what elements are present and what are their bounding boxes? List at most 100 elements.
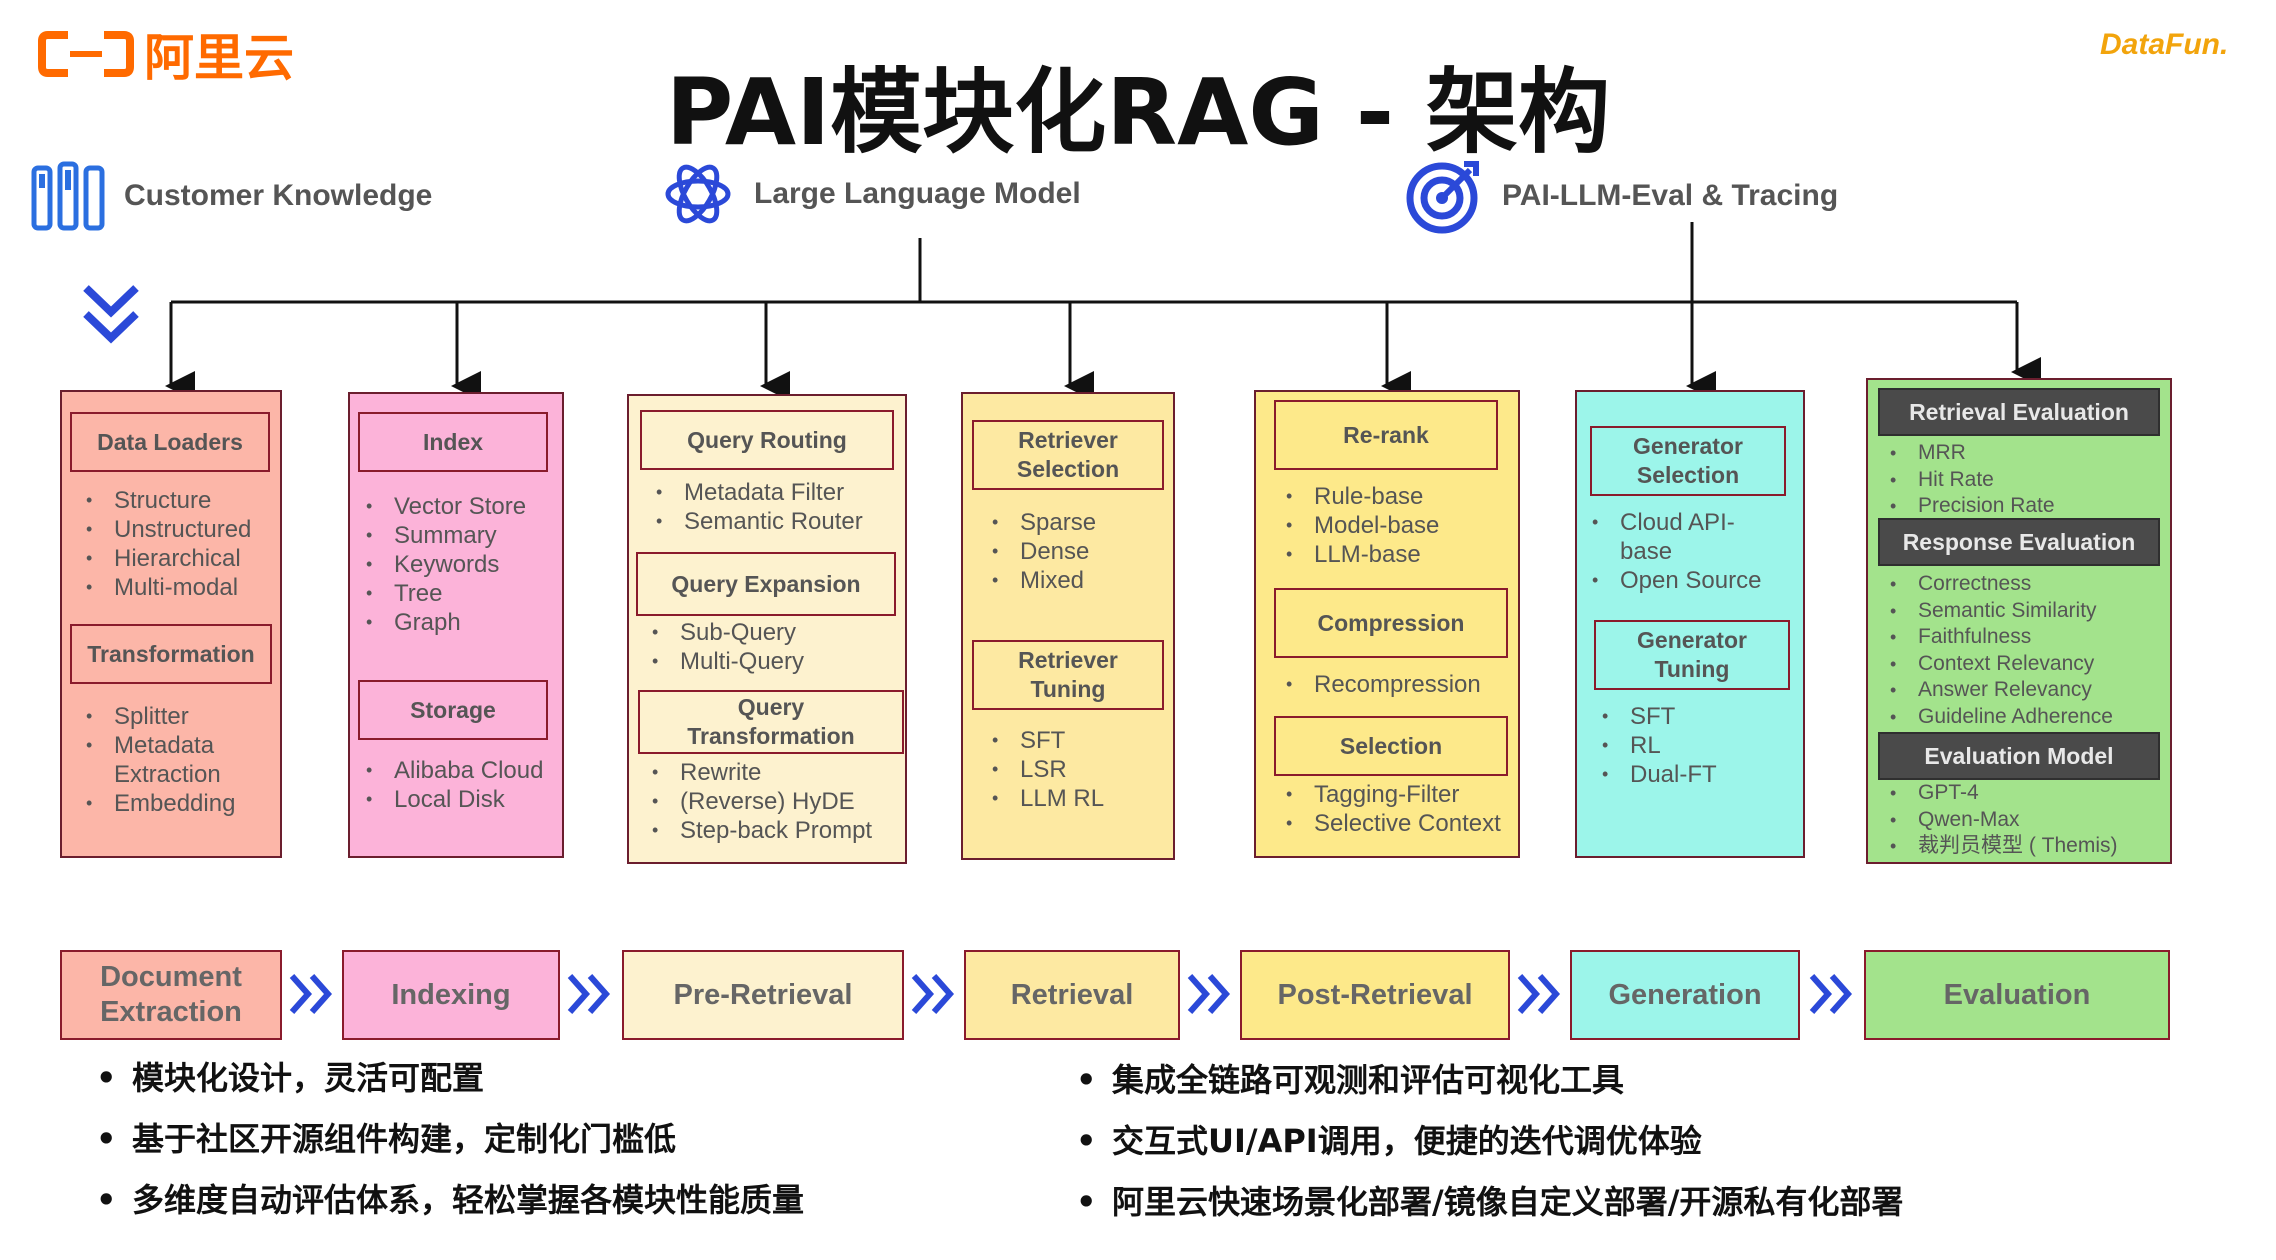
aliyun-logo: 阿里云 [38,18,294,90]
section-compression: Compression [1274,588,1508,658]
list-item: SFT [1592,702,1717,731]
stage-generation: Generation [1570,950,1800,1040]
list-item: Multi-modal [76,573,251,602]
section-response-evaluation: Response Evaluation [1878,518,2160,566]
list-data-loaders: Structure Unstructured Hierarchical Mult… [76,486,251,602]
list-item: Step-back Prompt [642,816,872,845]
list-item: Local Disk [356,785,543,814]
section-storage: Storage [358,680,548,740]
double-chevron-right-icon [911,974,955,1014]
section-re-rank: Re-rank [1274,400,1498,470]
topic-label: Large Language Model [754,177,1081,210]
list-item: Embedding [76,789,276,818]
list-item: Multi-Query [642,647,804,676]
section-generator-tuning: Generator Tuning [1594,620,1790,690]
double-chevron-right-icon [1517,974,1561,1014]
list-item: Semantic Similarity [1880,598,2113,625]
list-item: Sparse [982,508,1096,537]
list-item: Open Source [1582,566,1772,595]
list-response-evaluation: Correctness Semantic Similarity Faithful… [1880,571,2113,730]
list-item: Splitter [76,702,276,731]
page-title: PAI模块化RAG - 架构 [665,59,1611,166]
stage-document-extraction: Document Extraction [60,950,282,1040]
list-item: LLM-base [1276,540,1439,569]
list-item: Model-base [1276,511,1439,540]
list-item: Guideline Adherence [1880,704,2113,731]
list-item: Semantic Router [646,507,863,536]
aliyun-bracket-icon [38,31,134,77]
bullets-right: 集成全链路可观测和评估可视化工具 交互式UI/API调用，便捷的迭代调优体验 阿… [1076,1050,1903,1233]
bullet-item: 基于社区开源组件构建，定制化门槛低 [96,1109,804,1170]
section-generator-selection: Generator Selection [1590,426,1786,496]
list-item: Graph [356,608,526,637]
datafun-logo: DataFun. [2100,28,2229,61]
stage-post-retrieval: Post-Retrieval [1240,950,1510,1040]
double-chevron-right-icon [567,974,611,1014]
section-retriever-selection: Retriever Selection [972,420,1164,490]
section-retrieval-evaluation: Retrieval Evaluation [1878,388,2160,436]
aliyun-logo-text: 阿里云 [144,29,294,87]
list-evaluation-model: GPT-4 Qwen-Max 裁判员模型 ( Themis) [1880,780,2118,860]
list-item: Dense [982,537,1096,566]
double-chevron-right-icon [289,974,333,1014]
list-retriever-selection: Sparse Dense Mixed [982,508,1096,595]
topic-label: Customer Knowledge [124,179,433,212]
list-item: Recompression [1276,670,1481,699]
section-transformation: Transformation [70,624,272,684]
list-item: LLM RL [982,784,1104,813]
topic-customer-knowledge: Customer Knowledge [30,160,432,232]
bullet-item: 模块化设计，灵活可配置 [96,1048,804,1109]
topic-label: PAI-LLM-Eval & Tracing [1502,179,1839,212]
section-query-routing: Query Routing [640,410,894,470]
section-evaluation-model: Evaluation Model [1878,732,2160,780]
list-query-transformation: Rewrite (Reverse) HyDE Step-back Prompt [642,758,872,845]
list-item: Hierarchical [76,544,251,573]
list-item: Tagging-Filter [1276,780,1501,809]
list-index: Vector Store Summary Keywords Tree Graph [356,492,526,637]
stage-evaluation: Evaluation [1864,950,2170,1040]
list-item: Metadata Filter [646,478,863,507]
list-item: Rewrite [642,758,872,787]
double-chevron-right-icon [1187,974,1231,1014]
list-item: (Reverse) HyDE [642,787,872,816]
stage-pre-retrieval: Pre-Retrieval [622,950,904,1040]
list-item: Structure [76,486,251,515]
list-item: Selective Context [1276,809,1501,838]
stage-indexing: Indexing [342,950,560,1040]
list-item: Vector Store [356,492,526,521]
section-query-expansion: Query Expansion [636,552,896,616]
list-item: Summary [356,521,526,550]
list-storage: Alibaba Cloud Local Disk [356,756,543,814]
list-item: Mixed [982,566,1096,595]
list-re-rank: Rule-base Model-base LLM-base [1276,482,1439,569]
list-selection: Tagging-Filter Selective Context [1276,780,1501,838]
section-retriever-tuning: Retriever Tuning [972,640,1164,710]
bullet-item: 交互式UI/API调用，便捷的迭代调优体验 [1076,1111,1903,1172]
bullets-left: 模块化设计，灵活可配置 基于社区开源组件构建，定制化门槛低 多维度自动评估体系，… [96,1048,804,1231]
list-item: SFT [982,726,1104,755]
list-generator-tuning: SFT RL Dual-FT [1592,702,1717,789]
list-item: Sub-Query [642,618,804,647]
list-item: LSR [982,755,1104,784]
list-query-routing: Metadata Filter Semantic Router [646,478,863,536]
target-icon [1406,161,1479,234]
double-chevron-right-icon [1809,974,1853,1014]
list-item: Cloud API-base [1582,508,1740,566]
list-item: Tree [356,579,526,608]
list-item: Context Relevancy [1880,651,2113,678]
list-generator-selection: Cloud API-base Open Source [1582,508,1772,595]
list-item: Correctness [1880,571,2113,598]
list-item: GPT-4 [1880,780,2118,807]
list-compression: Recompression [1276,670,1481,699]
section-index: Index [358,412,548,472]
list-item: Dual-FT [1592,760,1717,789]
list-item: Metadata Extraction [76,731,244,789]
bullet-item: 多维度自动评估体系，轻松掌握各模块性能质量 [96,1170,804,1231]
list-item: Answer Relevancy [1880,677,2113,704]
topic-large-language-model: Large Language Model [660,156,1081,232]
list-item: MRR [1880,440,2055,467]
list-item: Precision Rate [1880,493,2055,520]
bullet-item: 阿里云快速场景化部署/镜像自定义部署/开源私有化部署 [1076,1172,1903,1233]
openai-knot-icon [665,164,731,224]
